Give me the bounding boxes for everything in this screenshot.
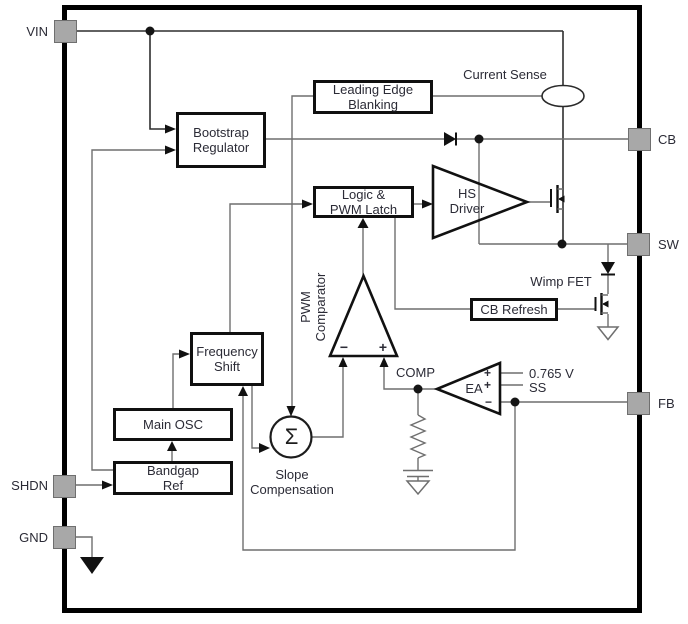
block-label: Main OSC bbox=[143, 417, 203, 432]
hs-driver-label: HS Driver bbox=[436, 186, 498, 216]
slope-compensation-label: Slope Compensation bbox=[237, 467, 347, 497]
block-label: Bandgap bbox=[146, 463, 200, 478]
hs-driver-line1: HS bbox=[457, 186, 477, 201]
wimp-mosfet-symbol bbox=[594, 293, 609, 315]
comp-label: COMP bbox=[396, 365, 435, 380]
slope-label-line1: Slope bbox=[275, 467, 309, 482]
pwm-label-line2: Comparator bbox=[313, 272, 328, 342]
sigma-icon: Σ bbox=[284, 424, 299, 449]
hs-driver-triangle bbox=[431, 164, 531, 240]
block-label: Ref bbox=[162, 478, 184, 493]
capacitor-symbol bbox=[403, 469, 433, 478]
pin-vin bbox=[54, 20, 77, 43]
block-cb-refresh: CB Refresh bbox=[470, 298, 558, 321]
current-sense-label: Current Sense bbox=[463, 67, 547, 82]
block-label: Logic & bbox=[341, 187, 386, 202]
latch-to-cbrefresh-wire bbox=[394, 217, 470, 310]
junction-dots bbox=[145, 26, 567, 407]
arrowheads bbox=[102, 124, 433, 490]
pin-sw bbox=[627, 233, 650, 256]
hs-driver-line2: Driver bbox=[449, 201, 485, 216]
wimp-ground-symbol bbox=[596, 326, 620, 341]
block-label: Leading Edge bbox=[332, 82, 414, 97]
pwm-comparator-triangle bbox=[328, 272, 399, 358]
soft-start-label: SS bbox=[529, 380, 547, 395]
sigma-to-pwm-wire bbox=[311, 367, 344, 438]
block-label: Bootstrap bbox=[193, 125, 249, 140]
vref-label: 0.765 V bbox=[529, 366, 574, 381]
pwm-plus-sign: + bbox=[378, 339, 388, 355]
osc-to-freqshift-wire bbox=[172, 353, 179, 408]
chip-outline bbox=[62, 5, 642, 613]
pin-label-fb: FB bbox=[658, 396, 675, 411]
block-label: PWM Latch bbox=[329, 202, 398, 217]
error-amp-triangle bbox=[433, 361, 502, 416]
current-sense-loop bbox=[541, 84, 585, 108]
pin-gnd bbox=[53, 526, 76, 549]
comp-ground-symbol bbox=[405, 480, 431, 496]
block-label: Regulator bbox=[192, 140, 250, 155]
block-logic-pwm-latch: Logic & PWM Latch bbox=[313, 186, 414, 218]
cb-diode bbox=[444, 132, 457, 146]
block-bandgap-ref: Bandgap Ref bbox=[113, 461, 233, 495]
ea-plus-top-sign: + bbox=[484, 366, 492, 380]
block-leading-edge-blanking: Leading Edge Blanking bbox=[313, 80, 433, 114]
ea-plus-mid-sign: + bbox=[484, 378, 492, 392]
slope-label-line2: Compensation bbox=[250, 482, 334, 497]
freqshift-to-latch-wire bbox=[229, 203, 302, 332]
bandgap-to-bootstrap-wire bbox=[91, 149, 165, 471]
error-amp-label: EA bbox=[465, 381, 483, 396]
block-label: Shift bbox=[213, 359, 240, 374]
block-label: Blanking bbox=[348, 97, 398, 112]
gnd-wire bbox=[76, 536, 93, 557]
pin-fb bbox=[627, 392, 650, 415]
block-frequency-shift: Frequency Shift bbox=[190, 332, 264, 386]
pin-label-cb: CB bbox=[658, 132, 677, 147]
hs-mosfet-symbol bbox=[550, 185, 565, 213]
wimp-diode bbox=[601, 262, 615, 276]
block-label: Frequency bbox=[196, 344, 258, 359]
pin-label-shdn: SHDN bbox=[11, 478, 48, 493]
gnd-pin-ground-symbol bbox=[80, 557, 104, 574]
vin-wire bbox=[77, 30, 564, 244]
freqshift-to-sigma-wire bbox=[251, 386, 259, 449]
block-bootstrap-regulator: Bootstrap Regulator bbox=[176, 112, 266, 168]
pin-label-vin: VIN bbox=[26, 24, 48, 39]
fb-feedback-wire bbox=[242, 396, 516, 551]
pin-label-gnd: GND bbox=[19, 530, 48, 545]
block-label: CB Refresh bbox=[480, 302, 548, 317]
resistor-symbol bbox=[409, 414, 427, 459]
wimp-fet-label: Wimp FET bbox=[530, 274, 592, 289]
ea-minus-sign: − bbox=[485, 395, 493, 409]
pwm-minus-sign: − bbox=[339, 339, 349, 355]
block-main-osc: Main OSC bbox=[113, 408, 233, 441]
pwm-comparator-label: PWM Comparator bbox=[298, 262, 328, 352]
pin-shdn bbox=[53, 475, 76, 498]
leb-to-sigma-wire bbox=[291, 95, 313, 406]
pin-label-sw: SW bbox=[658, 237, 679, 252]
pin-cb bbox=[628, 128, 651, 151]
pwm-label-line1: PWM bbox=[298, 291, 313, 323]
